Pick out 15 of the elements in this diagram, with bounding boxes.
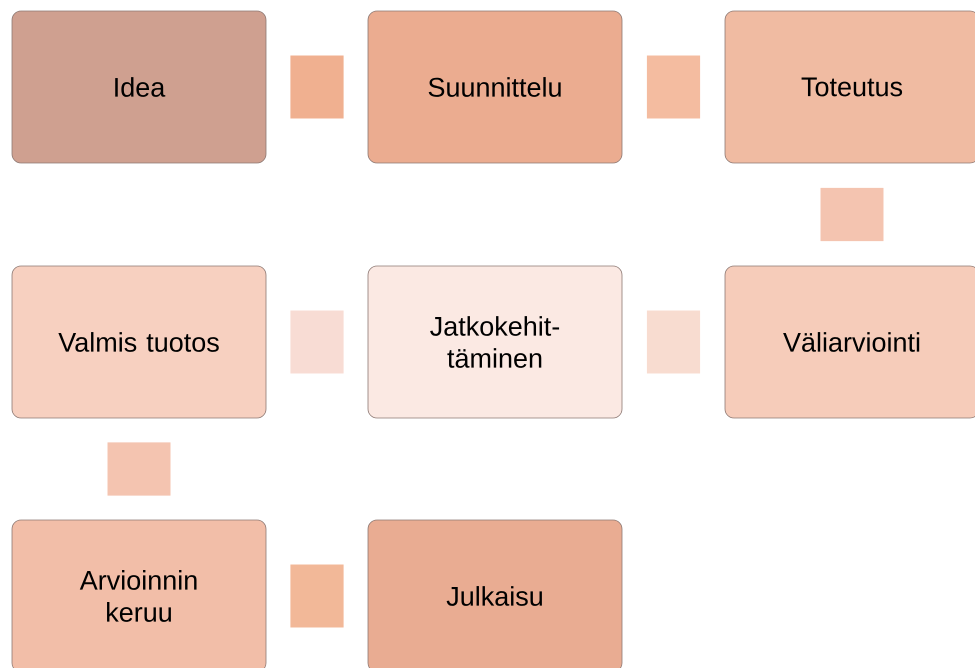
process-box: Valmis tuotos xyxy=(12,266,266,418)
process-box: Väliarviointi xyxy=(724,266,975,418)
connector-square xyxy=(646,55,700,118)
process-box: Arvioinnin keruu xyxy=(12,520,266,668)
process-box: Jatkokehit- täminen xyxy=(368,266,622,418)
connector-square xyxy=(820,188,884,242)
connector-square xyxy=(646,310,700,374)
process-box: Toteutus xyxy=(724,10,975,164)
connector-square xyxy=(290,310,344,374)
process-box: Idea xyxy=(12,10,266,164)
connector-square xyxy=(290,564,344,628)
connector-square xyxy=(108,442,170,496)
process-box: Suunnittelu xyxy=(368,10,622,164)
connector-square xyxy=(290,55,344,118)
process-box: Julkaisu xyxy=(368,520,622,668)
